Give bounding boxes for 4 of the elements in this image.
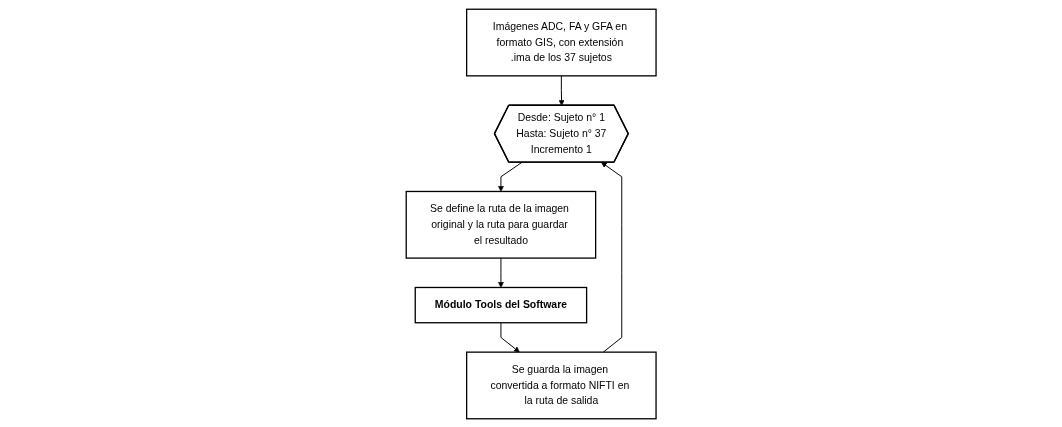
- node-box: Imágenes ADC, FA y GFA en formato GIS, con extensión .ima de los 37 sujetos: [465, 8, 657, 76]
- node-box: Se guarda la imagen convertida a formato NIFTI en la ruta de salida: [465, 351, 657, 419]
- node-box: Se define la ruta de la imagen original y la ruta para guardar el resultado: [405, 190, 597, 259]
- node-box: Módulo Tools del Software: [414, 286, 588, 323]
